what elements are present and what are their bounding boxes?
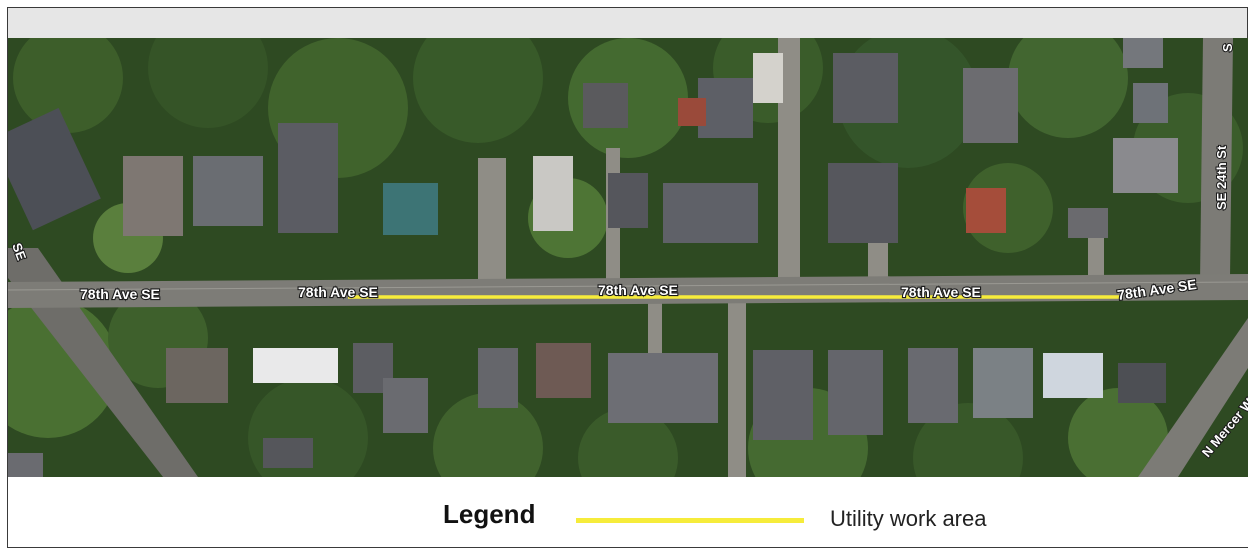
tree-canopy <box>8 38 1243 477</box>
aerial-map[interactable]: 78th Ave SE 78th Ave SE 78th Ave SE 78th… <box>8 38 1248 477</box>
n-mercer-way-road <box>1138 318 1248 477</box>
road-label-78th-ave-se: 78th Ave SE <box>80 286 160 302</box>
road-label-78th-ave-se: 78th Ave SE <box>901 284 981 300</box>
aerial-map-canvas: 78th Ave SE 78th Ave SE 78th Ave SE 78th… <box>8 38 1248 477</box>
road-label-se-24th-st: SE 24th St <box>1214 145 1229 210</box>
78th-ave-se-road <box>8 274 1248 308</box>
road-label-partial-top-right: S <box>1220 43 1235 52</box>
road-label-78th-ave-se: 78th Ave SE <box>598 282 678 298</box>
legend-swatch-utility-work-area <box>576 518 804 523</box>
road-centerline <box>8 281 1248 291</box>
houses-south <box>8 343 1166 477</box>
houses-north <box>8 38 1178 243</box>
road-label-partial-left: SE <box>9 241 29 263</box>
road-label-78th-ave-se: 78th Ave SE <box>298 284 378 300</box>
legend-title: Legend <box>443 499 536 529</box>
legend: Legend Utility work area <box>8 477 1248 547</box>
legend-label-utility-work-area: Utility work area <box>830 506 987 531</box>
se-24th-st-road <box>1200 38 1233 283</box>
